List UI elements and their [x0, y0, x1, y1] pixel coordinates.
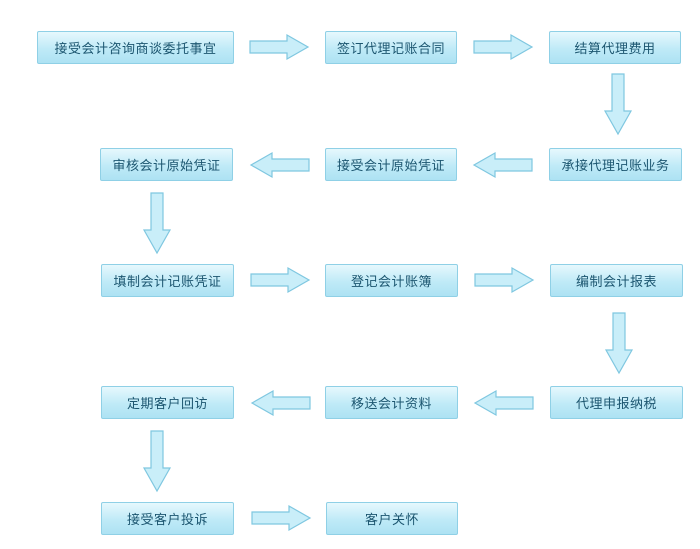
- step-label: 定期客户回访: [126, 397, 208, 412]
- arrow-down-icon: [604, 312, 634, 375]
- arrow-left-icon: [250, 389, 311, 417]
- step-box: 审核会计原始凭证: [100, 148, 233, 181]
- step-label: 结算代理费用: [574, 42, 656, 57]
- step-box: 移送会计资料: [325, 386, 458, 419]
- arrow-right-icon: [251, 504, 312, 532]
- arrow-right-icon: [473, 33, 534, 61]
- arrow-right-icon: [250, 266, 311, 294]
- step-box: 代理申报纳税: [550, 386, 683, 419]
- step-label: 登记会计账簿: [350, 275, 432, 290]
- step-label: 接受会计咨询商谈委托事宜: [54, 42, 217, 57]
- arrow-left-icon: [473, 389, 534, 417]
- step-box: 定期客户回访: [101, 386, 234, 419]
- step-box: 接受会计原始凭证: [325, 148, 457, 181]
- step-label: 代理申报纳税: [575, 397, 657, 412]
- arrow-left-icon: [472, 151, 533, 179]
- step-box: 编制会计报表: [550, 264, 683, 297]
- step-box: 接受客户投诉: [101, 502, 234, 535]
- step-label: 客户关怀: [364, 513, 419, 528]
- step-box: 承接代理记账业务: [549, 148, 682, 181]
- step-label: 承接代理记账业务: [561, 159, 670, 174]
- arrow-right-icon: [474, 266, 535, 294]
- step-label: 签订代理记账合同: [336, 42, 445, 57]
- arrow-down-icon: [142, 430, 172, 493]
- arrow-down-icon: [603, 73, 633, 136]
- step-box: 客户关怀: [326, 502, 458, 535]
- step-label: 接受客户投诉: [126, 513, 208, 528]
- step-box: 结算代理费用: [549, 31, 681, 64]
- arrow-down-icon: [142, 192, 172, 255]
- arrow-right-icon: [249, 33, 310, 61]
- step-label: 移送会计资料: [350, 397, 432, 412]
- arrow-left-icon: [249, 151, 310, 179]
- step-box: 签订代理记账合同: [325, 31, 457, 64]
- step-box: 填制会计记账凭证: [101, 264, 234, 297]
- step-label: 填制会计记账凭证: [113, 275, 222, 290]
- step-label: 审核会计原始凭证: [112, 159, 221, 174]
- step-box: 接受会计咨询商谈委托事宜: [37, 31, 234, 64]
- step-label: 编制会计报表: [575, 275, 657, 290]
- step-label: 接受会计原始凭证: [336, 159, 445, 174]
- step-box: 登记会计账簿: [325, 264, 458, 297]
